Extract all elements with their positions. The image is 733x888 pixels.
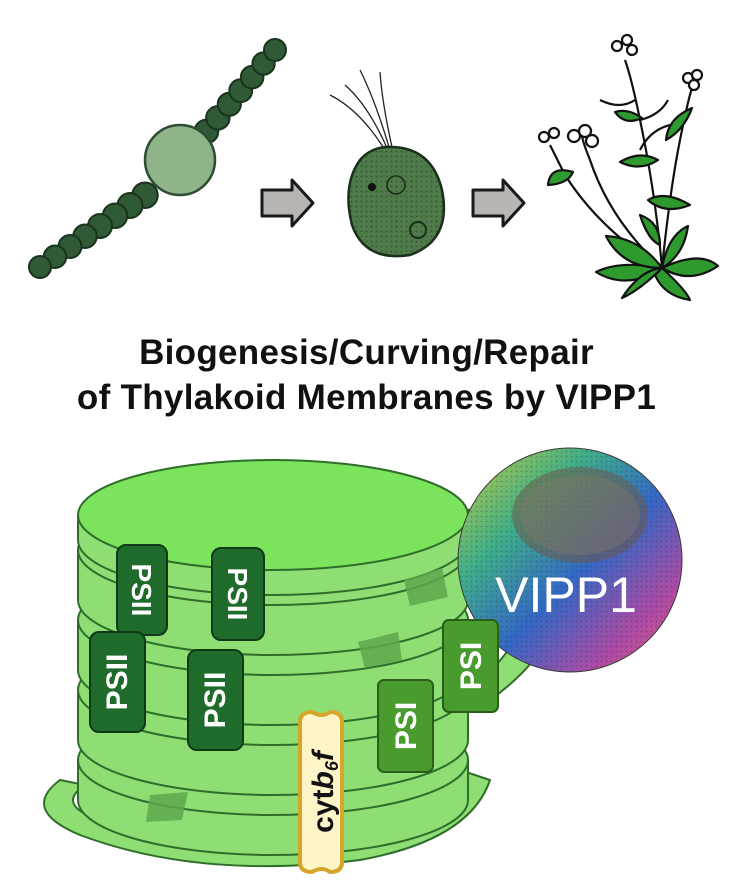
psii-label: PSII: [101, 654, 134, 711]
figure-title-line-1: Biogenesis/Curving/Repair: [139, 333, 594, 372]
cytb6f-label: cytb6f: [307, 748, 342, 833]
cyanobacterium-cell: [28, 255, 52, 279]
plant-icon: [537, 33, 720, 302]
arrow-right-icon: [471, 178, 526, 228]
cyanobacterium-cell: [263, 38, 287, 62]
psi-complex: PSI: [442, 619, 499, 713]
psii-complex: PSII: [116, 544, 168, 636]
psii-label: PSII: [126, 564, 157, 617]
psii-complex: PSII: [89, 631, 146, 733]
psii-label: PSII: [222, 568, 253, 621]
psii-complex: PSII: [211, 547, 265, 641]
psi-label: PSI: [390, 702, 423, 750]
psii-label: PSII: [199, 672, 232, 729]
psi-label: PSI: [455, 642, 488, 690]
cytb6f-complex: cytb6f: [298, 709, 344, 875]
cyanobacterium-icon: [28, 38, 287, 279]
heterocyst: [143, 123, 217, 197]
thylakoid-disc-top: [77, 459, 469, 596]
vipp1-ring: VIPP1: [457, 447, 683, 673]
psi-complex: PSI: [377, 679, 434, 773]
thylakoid-grana-stack: [43, 459, 562, 868]
vipp1-label: VIPP1: [495, 567, 637, 623]
green-alga-icon: [329, 69, 446, 258]
figure-title-line-2: of Thylakoid Membranes by VIPP1: [76, 378, 657, 417]
arrow-right-icon: [260, 178, 315, 228]
psii-complex: PSII: [187, 649, 244, 751]
